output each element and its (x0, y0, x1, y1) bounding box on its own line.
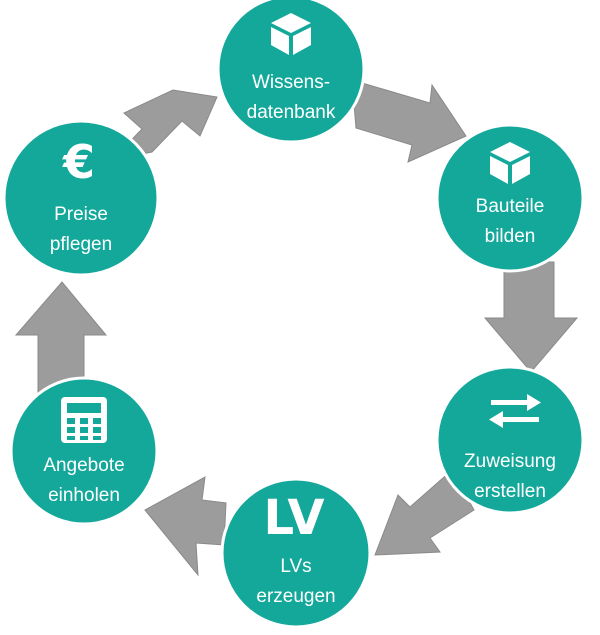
box-icon (271, 13, 311, 55)
arrow-preise-to-wissensdatenbank (110, 89, 218, 161)
node-circle (216, 0, 366, 144)
node-label-line1: Angebote (43, 455, 124, 476)
node-circle (9, 376, 159, 526)
node-label-line2: erzeugen (256, 586, 335, 607)
node-zuweisung-erstellen: Zuweisung erstellen (435, 365, 585, 515)
arrow-bauteile-to-zuweisung (483, 261, 579, 373)
node-label-line1: Zuweisung (464, 451, 556, 472)
swap-arrows-icon (489, 394, 541, 428)
node-label-line2: einholen (48, 485, 120, 506)
euro-icon: € (62, 135, 95, 189)
node-circle (220, 477, 372, 629)
arrow-lvs-to-angebote (144, 476, 227, 577)
lv-icon: LV (263, 490, 324, 546)
arrow-angebote-to-preise (14, 281, 108, 394)
node-label-line1: Preise (54, 204, 108, 225)
node-label-line2: pflegen (50, 234, 112, 255)
node-preise-pflegen: € Preise pflegen (2, 119, 160, 277)
node-label-line1: LVs (280, 556, 311, 577)
node-label-line1: Bauteile (476, 196, 545, 217)
calculator-icon (61, 397, 107, 443)
node-circle (435, 365, 585, 515)
node-label-line2: datenbank (247, 102, 336, 123)
node-circle (435, 123, 585, 273)
node-bauteile-bilden: Bauteile bilden (435, 123, 585, 273)
node-wissensdatenbank: Wissens- datenbank (216, 0, 366, 144)
box-icon (490, 142, 530, 184)
node-angebote-einholen: Angebote einholen (9, 376, 159, 526)
arrow-wissensdatenbank-to-bauteile (351, 79, 467, 163)
node-label-line2: bilden (485, 226, 536, 247)
node-label-line1: Wissens- (252, 72, 330, 93)
arrow-zuweisung-to-lvs (374, 469, 475, 556)
node-lvs-erzeugen: LV LVs erzeugen (220, 477, 372, 629)
node-label-line2: erstellen (474, 481, 546, 502)
node-circle (2, 119, 160, 277)
cycle-arrows (14, 79, 579, 577)
